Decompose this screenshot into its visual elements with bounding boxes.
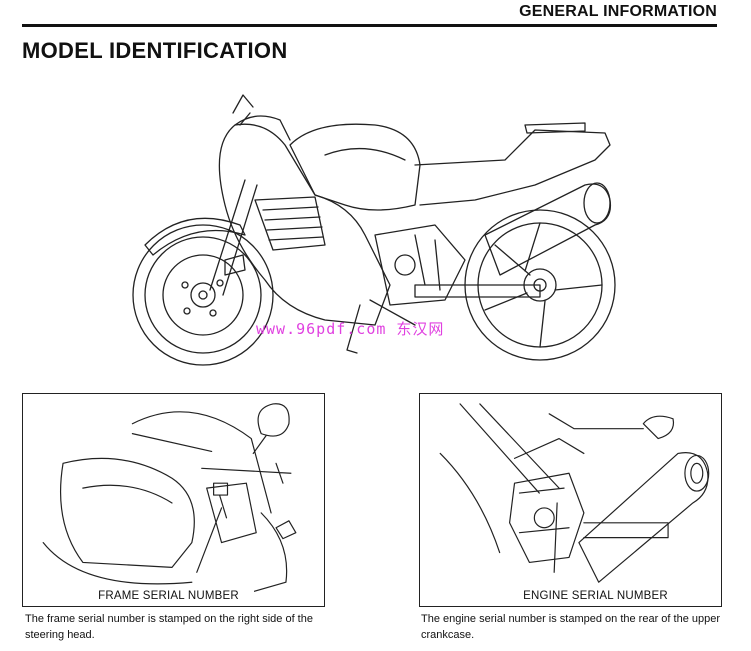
watermark: www.96pdf.com 东汉网	[256, 320, 445, 338]
frame-serial-caption: The frame serial number is stamped on th…	[25, 613, 313, 641]
frame-serial-panel: FRAME SERIAL NUMBER	[22, 393, 325, 607]
engine-detail-illustration	[439, 403, 710, 583]
header-rule	[22, 24, 717, 27]
engine-serial-label: ENGINE SERIAL NUMBER	[510, 590, 681, 602]
motorcycle-illustration	[132, 94, 616, 366]
section-header: GENERAL INFORMATION	[519, 3, 717, 20]
frame-detail-illustration	[42, 403, 297, 593]
frame-serial-label: FRAME SERIAL NUMBER	[83, 590, 254, 602]
engine-serial-panel: ENGINE SERIAL NUMBER	[419, 393, 722, 607]
engine-serial-caption: The engine serial number is stamped on t…	[421, 613, 721, 641]
page-title: MODEL IDENTIFICATION	[22, 38, 288, 63]
